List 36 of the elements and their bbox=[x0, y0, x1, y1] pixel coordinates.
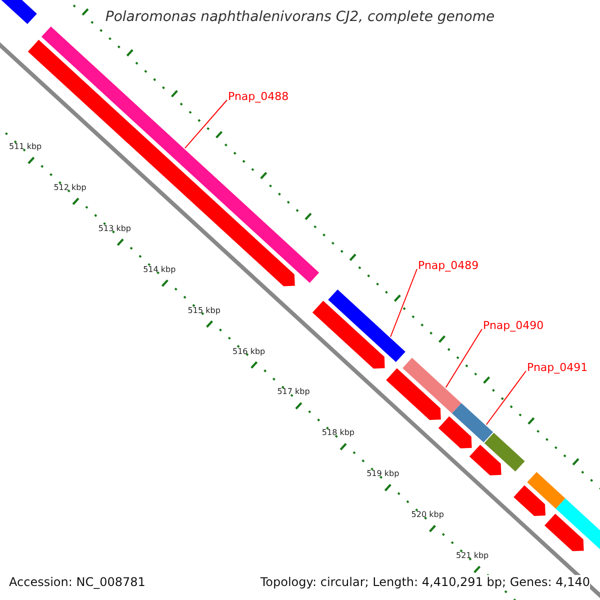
gene-block bbox=[328, 290, 406, 362]
gene-block bbox=[484, 432, 525, 472]
scale-label: 513 kbp bbox=[98, 224, 131, 233]
gene-label: Pnap_0489 bbox=[418, 259, 479, 272]
gene-block bbox=[438, 416, 472, 448]
gene-label: Pnap_0491 bbox=[527, 361, 588, 374]
gene-label: Pnap_0488 bbox=[228, 90, 289, 103]
leader-line bbox=[184, 100, 228, 149]
gene-block bbox=[452, 403, 494, 442]
leader-line bbox=[445, 328, 482, 388]
gene-block bbox=[514, 485, 546, 516]
footer-text: Topology: circular; Length: 4,410,291 bp; Genes: 4,140 bbox=[260, 575, 590, 589]
gene-block bbox=[469, 444, 502, 476]
leader-line bbox=[486, 370, 526, 426]
gene-block bbox=[0, 0, 37, 24]
gene-block bbox=[41, 26, 320, 283]
scale-label: 515 kbp bbox=[188, 306, 220, 315]
scale-label: 511 kbp bbox=[9, 142, 42, 151]
scale-label: 517 kbp bbox=[277, 387, 310, 396]
leader-line bbox=[390, 268, 418, 338]
title: Polaromonas naphthalenivorans CJ2, complete genome bbox=[104, 9, 496, 25]
gene-block bbox=[544, 514, 584, 552]
gene-block bbox=[527, 472, 566, 509]
scale-label: 519 kbp bbox=[366, 469, 400, 478]
gene-block bbox=[402, 358, 462, 414]
scale-label: 516 kbp bbox=[232, 346, 266, 356]
gene-block bbox=[312, 300, 385, 369]
scale-label: 514 kbp bbox=[143, 264, 176, 274]
scale-label: 518 kbp bbox=[322, 428, 354, 438]
footer-text: Accession: NC_008781 bbox=[9, 575, 146, 589]
gene-label: Pnap_0490 bbox=[483, 319, 544, 332]
scale-label: 520 kbp bbox=[411, 510, 444, 520]
gene-block bbox=[386, 368, 441, 420]
gene-block bbox=[28, 40, 295, 286]
scale-label: 512 kbp bbox=[54, 182, 86, 192]
scale-label: 521 kbp bbox=[456, 551, 489, 560]
